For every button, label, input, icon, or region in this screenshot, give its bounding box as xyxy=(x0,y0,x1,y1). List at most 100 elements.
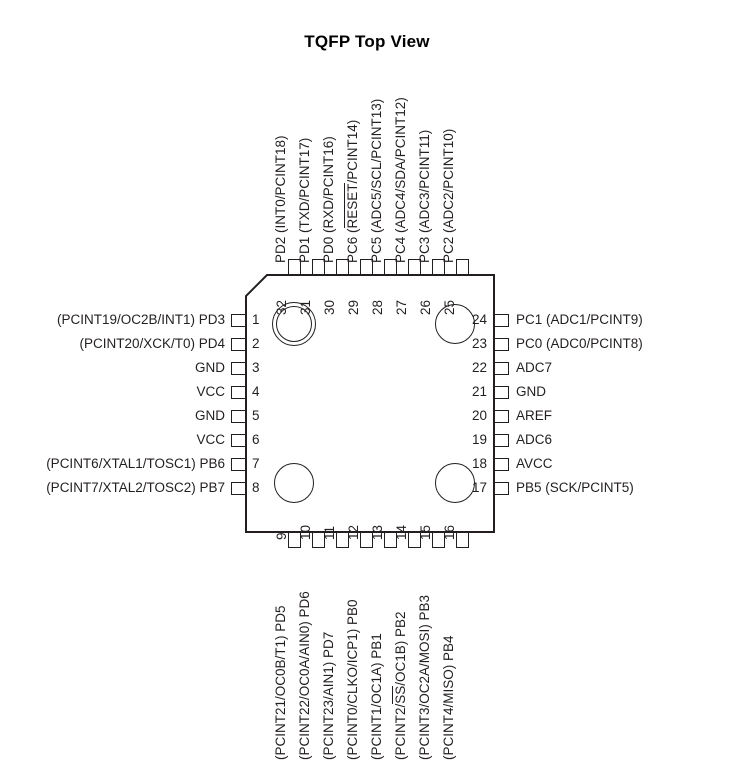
pin-pad-23[interactable] xyxy=(495,337,509,351)
pin-number-22: 22 xyxy=(471,360,487,375)
pin-number-13: 13 xyxy=(370,524,385,540)
pin-label-1: (PCINT19/OC2B/INT1) PD3 xyxy=(56,312,225,327)
pin-label-3: GND xyxy=(195,360,225,375)
pin-label-26: PC3 (ADC3/PCINT11) xyxy=(417,129,432,263)
pin-label-16: (PCINT4/MISO) PB4 xyxy=(441,635,456,760)
pin-number-8: 8 xyxy=(252,480,260,495)
pin-label-11: (PCINT23/AIN1) PD7 xyxy=(321,631,336,760)
pin-label-10: (PCINT22/OC0A/AIN0) PD6 xyxy=(297,591,312,760)
pin-pad-31[interactable] xyxy=(311,259,325,274)
pin-pad-15[interactable] xyxy=(431,533,445,548)
pin-label-28: PC5 (ADC5/SCL/PCINT13) xyxy=(369,98,384,263)
pin-pad-25[interactable] xyxy=(455,259,469,274)
pin-number-20: 20 xyxy=(471,408,487,423)
pin-label-4: VCC xyxy=(196,384,225,399)
pin-label-25: PC2 (ADC2/PCINT10) xyxy=(441,128,456,263)
pin-number-31: 31 xyxy=(298,299,313,315)
pin-label-9: (PCINT21/OC0B/T1) PD5 xyxy=(273,605,288,760)
pin-label-23: PC0 (ADC0/PCINT8) xyxy=(516,336,643,351)
pin-pad-21[interactable] xyxy=(495,385,509,399)
pin-pad-6[interactable] xyxy=(231,433,245,447)
pin-number-28: 28 xyxy=(370,299,385,315)
pin-label-30: PD0 (RXD/PCINT16) xyxy=(321,136,336,263)
pin-pad-19[interactable] xyxy=(495,433,509,447)
pin-pad-22[interactable] xyxy=(495,361,509,375)
pin-pad-14[interactable] xyxy=(407,533,421,548)
pin-number-3: 3 xyxy=(252,360,260,375)
active-low-overline: SS xyxy=(392,685,408,704)
pin-pad-30[interactable] xyxy=(335,259,349,274)
pin-label-20: AREF xyxy=(516,408,553,423)
pin-pad-20[interactable] xyxy=(495,409,509,423)
pin-number-25: 25 xyxy=(442,299,457,315)
corner-circle-top-right xyxy=(435,304,475,344)
pin-label-6: VCC xyxy=(196,432,225,447)
pin-number-7: 7 xyxy=(252,456,260,471)
pin-number-11: 11 xyxy=(322,525,337,540)
pin-label-22: ADC7 xyxy=(516,360,553,375)
pin-label-17: PB5 (SCK/PCINT5) xyxy=(516,480,634,495)
pin-number-14: 14 xyxy=(394,524,409,540)
pin-pad-9[interactable] xyxy=(287,533,301,548)
pin-label-2: (PCINT20/XCK/T0) PD4 xyxy=(79,336,225,351)
pin-number-1: 1 xyxy=(252,312,260,327)
pin-number-24: 24 xyxy=(471,312,487,327)
pin-number-19: 19 xyxy=(471,432,487,447)
pin-pad-11[interactable] xyxy=(335,533,349,548)
pin-label-5: GND xyxy=(195,408,225,423)
pin1-marker-inner-circle xyxy=(276,306,312,342)
pin-label-19: ADC6 xyxy=(516,432,553,447)
pin-number-16: 16 xyxy=(442,524,457,540)
pin-label-8: (PCINT7/XTAL2/TOSC2) PB7 xyxy=(46,480,225,495)
chip-body-outline xyxy=(245,274,495,533)
pin-pad-27[interactable] xyxy=(407,259,421,274)
pin-number-29: 29 xyxy=(346,299,361,315)
pin-pad-32[interactable] xyxy=(287,259,301,274)
pin-number-4: 4 xyxy=(252,384,260,399)
pin-number-2: 2 xyxy=(252,336,260,351)
corner-circle-bottom-right xyxy=(435,463,475,503)
pin-pad-10[interactable] xyxy=(311,533,325,548)
pin-number-9: 9 xyxy=(274,532,289,540)
pin-number-17: 17 xyxy=(471,480,487,495)
pin-pad-29[interactable] xyxy=(359,259,373,274)
pin-number-12: 12 xyxy=(346,524,361,540)
pin-label-13: (PCINT1/OC1A) PB1 xyxy=(369,633,384,760)
pin-number-6: 6 xyxy=(252,432,260,447)
pin-label-29: PC6 (RESET/PCINT14) xyxy=(344,119,360,263)
pin-pad-26[interactable] xyxy=(431,259,445,274)
pin-number-18: 18 xyxy=(471,456,487,471)
pin-number-5: 5 xyxy=(252,408,260,423)
pin-pad-1[interactable] xyxy=(231,313,245,327)
pin-pad-24[interactable] xyxy=(495,313,509,327)
pin-pad-28[interactable] xyxy=(383,259,397,274)
active-low-overline: RESET xyxy=(344,183,360,229)
pin-number-26: 26 xyxy=(418,299,433,315)
pin-pad-2[interactable] xyxy=(231,337,245,351)
pin-pad-16[interactable] xyxy=(455,533,469,548)
pin-label-21: GND xyxy=(516,384,546,399)
pin-number-21: 21 xyxy=(471,384,487,399)
pin-pad-13[interactable] xyxy=(383,533,397,548)
pin-pad-17[interactable] xyxy=(495,481,509,495)
pin-pad-8[interactable] xyxy=(231,481,245,495)
pin-pad-3[interactable] xyxy=(231,361,245,375)
pin-label-31: PD1 (TXD/PCINT17) xyxy=(297,137,312,263)
pin-pad-4[interactable] xyxy=(231,385,245,399)
pin-pad-18[interactable] xyxy=(495,457,509,471)
pin-label-24: PC1 (ADC1/PCINT9) xyxy=(516,312,643,327)
pin-label-12: (PCINT0/CLKO/ICP1) PB0 xyxy=(345,599,360,760)
pin-number-10: 10 xyxy=(298,524,313,540)
pin-number-23: 23 xyxy=(471,336,487,351)
pin-pad-7[interactable] xyxy=(231,457,245,471)
pin-label-15: (PCINT3/OC2A/MOSI) PB3 xyxy=(417,594,432,760)
pin-number-15: 15 xyxy=(418,524,433,540)
pin-label-7: (PCINT6/XTAL1/TOSC1) PB6 xyxy=(46,456,225,471)
pin-number-30: 30 xyxy=(322,299,337,315)
pin-pad-12[interactable] xyxy=(359,533,373,548)
pin-pad-5[interactable] xyxy=(231,409,245,423)
pin-number-32: 32 xyxy=(274,299,289,315)
pin-label-32: PD2 (INT0/PCINT18) xyxy=(273,135,288,263)
pin-label-27: PC4 (ADC4/SDA/PCINT12) xyxy=(393,97,408,263)
